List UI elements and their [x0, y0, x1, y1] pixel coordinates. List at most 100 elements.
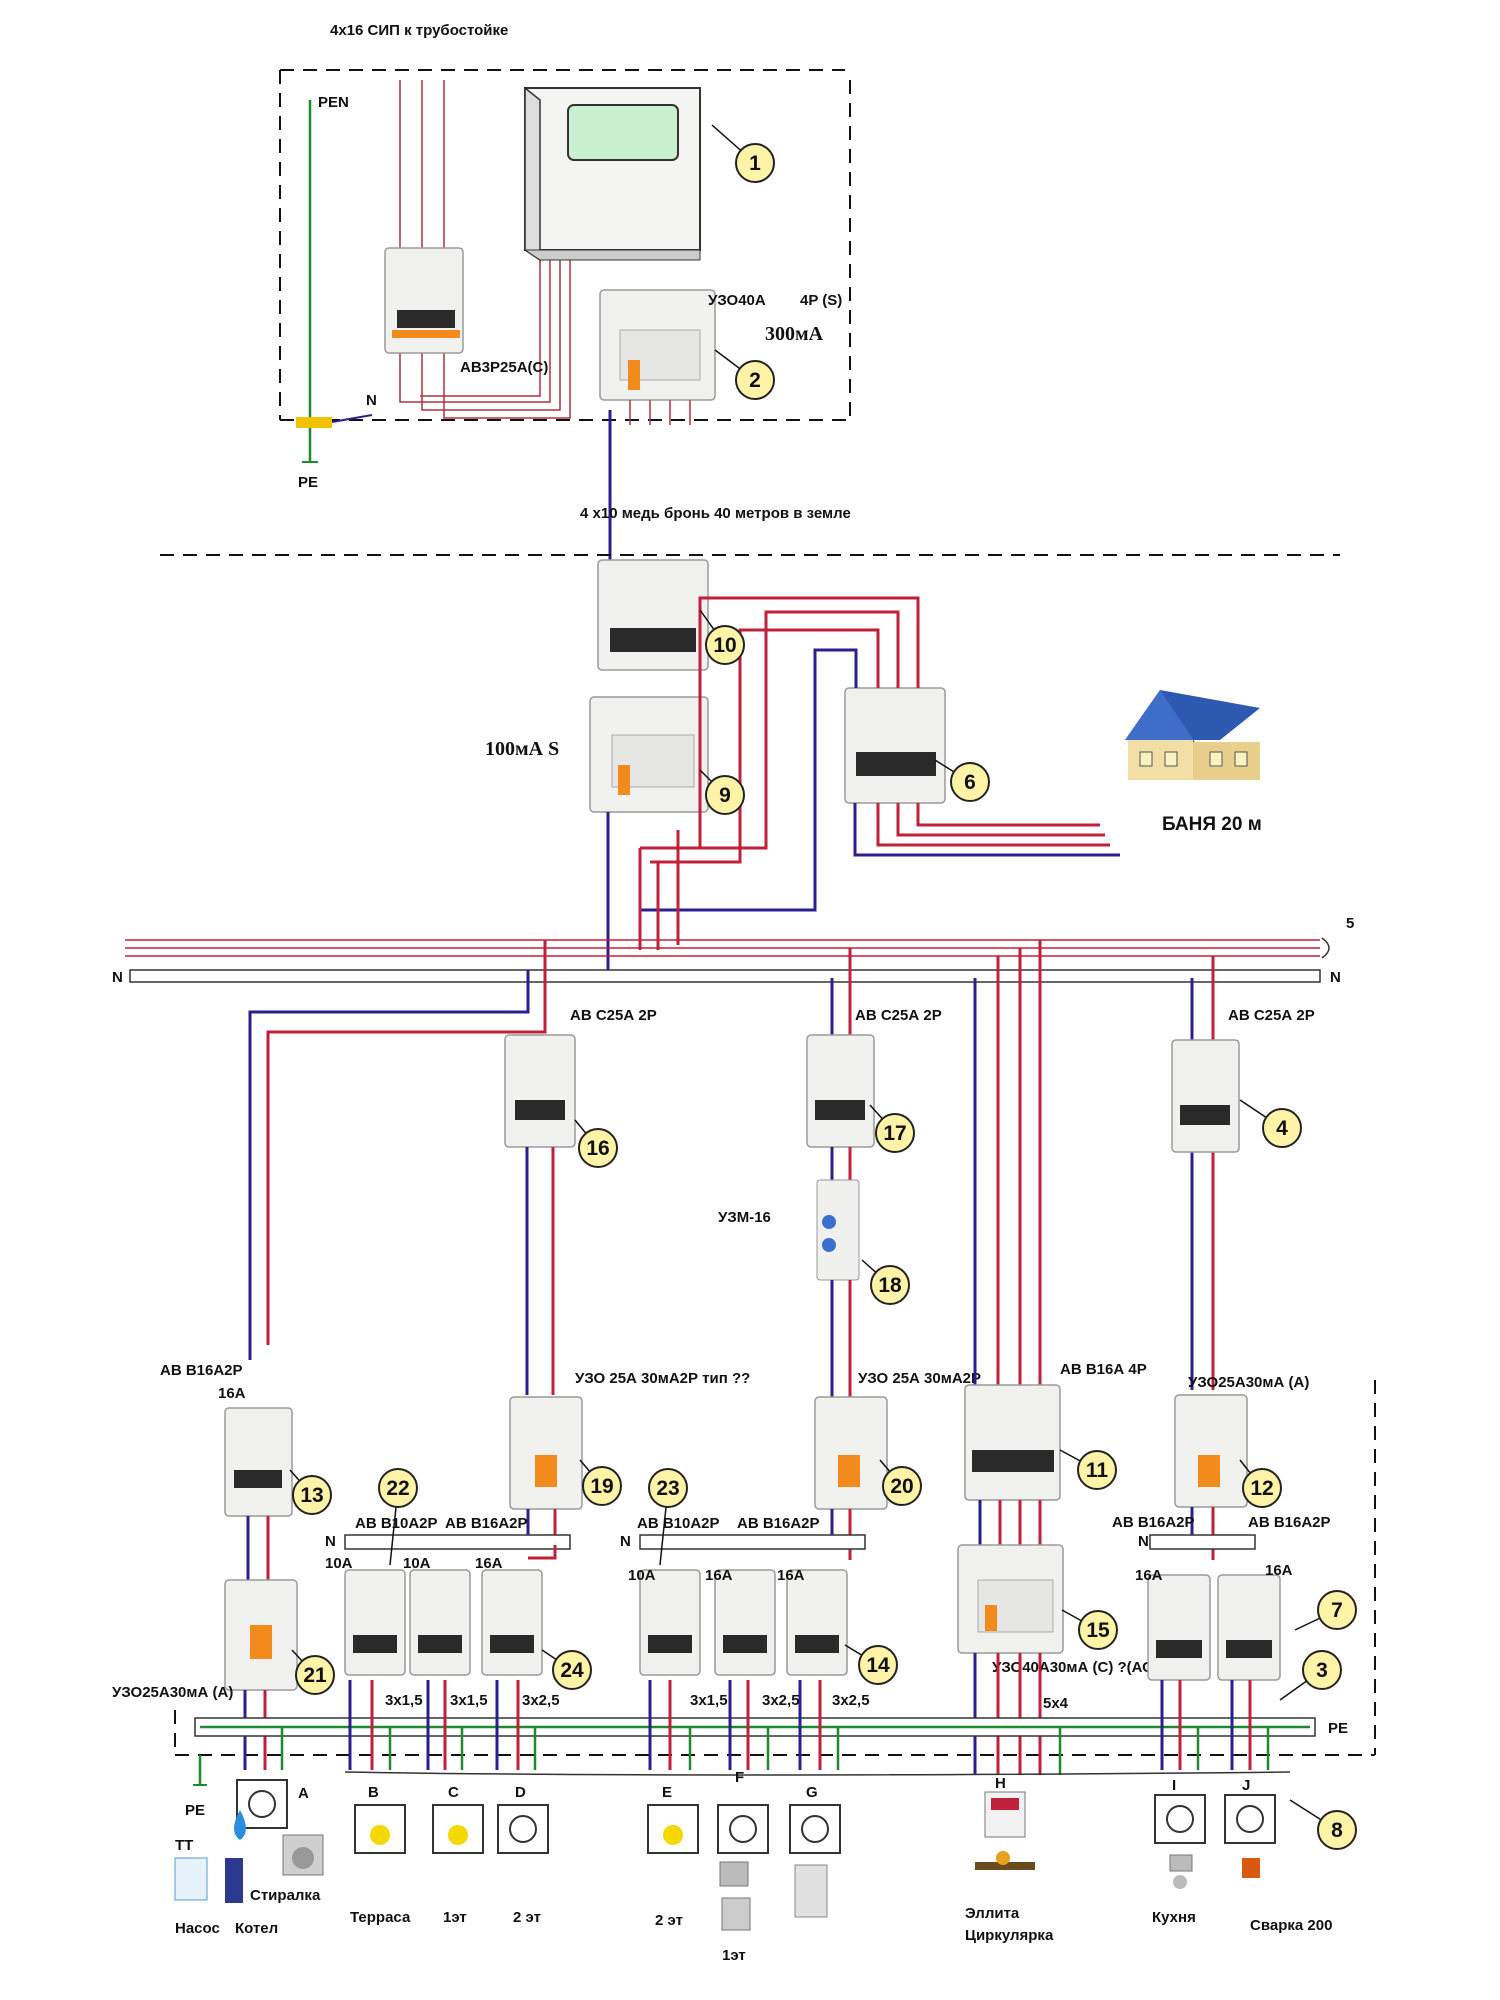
av-b16-23-label: АВ В16А2Р	[737, 1515, 820, 1532]
a10-2-label: 10А	[403, 1555, 431, 1572]
breaker-14	[786, 1569, 848, 1676]
cons-d-label: D	[515, 1784, 526, 1801]
breaker-13	[224, 1407, 293, 1517]
w4-label: 3х1,5	[690, 1692, 728, 1709]
ma300-label: 300мА	[765, 323, 824, 345]
terrasa-label: Терраса	[350, 1909, 411, 1926]
marker-15: 15	[1061, 1609, 1118, 1650]
uzo-21-label: УЗО25А30мА (А)	[112, 1684, 233, 1701]
uzo-20	[814, 1396, 888, 1510]
uzo-19-label: УЗО 25А 30мА2Р тип ??	[575, 1370, 750, 1387]
bus5-label: 5	[1346, 915, 1354, 932]
marker-label-7: 7	[1331, 1599, 1343, 1622]
cons-a-label: A	[298, 1785, 309, 1802]
nasos-label: Насос	[175, 1920, 220, 1937]
av-b16-7b-label: АВ В16А2Р	[1248, 1514, 1331, 1531]
av-b16-7a-label: АВ В16А2Р	[1112, 1514, 1195, 1531]
elplita-label: Эллита	[965, 1905, 1020, 1922]
breaker-24	[481, 1569, 543, 1676]
marker-label-15: 15	[1086, 1619, 1110, 1642]
lamp-e	[647, 1804, 699, 1854]
marker-label-23: 23	[656, 1477, 679, 1500]
a16-3-label: 16А	[777, 1567, 805, 1584]
banya-label: БАНЯ 20 м	[1162, 814, 1262, 835]
breaker-7a	[1147, 1574, 1211, 1681]
av-c25-4-label: АВ С25А 2Р	[1228, 1007, 1315, 1024]
tank-icon	[174, 1857, 208, 1901]
marker-label-18: 18	[878, 1274, 902, 1297]
kitchen-appliance-icon	[1169, 1854, 1193, 1889]
et1-b-label: 1эт	[722, 1947, 746, 1964]
house-icon	[1125, 690, 1260, 780]
marker-label-4: 4	[1276, 1117, 1288, 1140]
cons-b-label: B	[368, 1784, 379, 1801]
a16-1-label: 16А	[475, 1555, 503, 1572]
cons-j-label: J	[1242, 1777, 1250, 1794]
av-b16-4p-label: АВ В16А 4Р	[1060, 1361, 1147, 1378]
marker-22: 22	[378, 1468, 418, 1566]
stiralka-label: Стиралка	[250, 1887, 321, 1904]
uzo40-label: УЗО40А	[708, 292, 766, 309]
welder-icon	[1242, 1858, 1260, 1878]
pen-bar	[296, 417, 332, 428]
breaker-4	[1171, 1039, 1240, 1153]
stove-icon	[975, 1791, 1035, 1870]
marker-16: 16	[574, 1119, 618, 1168]
marker-12: 12	[1239, 1459, 1282, 1508]
marker-label-1: 1	[749, 152, 761, 175]
w2-label: 3х1,5	[450, 1692, 488, 1709]
marker-label-11: 11	[1086, 1459, 1109, 1482]
outlet-j	[1224, 1794, 1276, 1844]
av-c25-17-label: АВ С25А 2Р	[855, 1007, 942, 1024]
meter	[523, 86, 701, 262]
w7-label: 5х4	[1043, 1695, 1069, 1712]
outlet-i	[1154, 1794, 1206, 1844]
marker-23: 23	[648, 1468, 688, 1566]
kuhnya-label: Кухня	[1152, 1909, 1196, 1926]
uzo-9-100ma	[589, 696, 709, 813]
et2-a-label: 2 эт	[513, 1909, 541, 1926]
outlet-d	[497, 1804, 549, 1854]
fridge-icon	[794, 1864, 828, 1918]
uzo-12-label: УЗО25А30мА (А)	[1188, 1374, 1309, 1391]
marker-17: 17	[869, 1104, 915, 1153]
cirkular-label: Циркулярка	[965, 1927, 1054, 1944]
marker-label-20: 20	[890, 1475, 913, 1498]
av-b10-23-label: АВ В10А2Р	[637, 1515, 720, 1532]
w3-label: 3х2,5	[522, 1692, 560, 1709]
uzm16-label: УЗМ-16	[718, 1209, 771, 1226]
uzo-15	[957, 1544, 1064, 1654]
water-drop-icon	[234, 1810, 246, 1840]
av-c25-16-label: АВ С25А 2Р	[570, 1007, 657, 1024]
breaker-17	[806, 1034, 875, 1148]
pe-bus-label: PE	[1328, 1720, 1348, 1737]
marker-3: 3	[1279, 1650, 1342, 1701]
n-bus-7	[1149, 1534, 1256, 1550]
marker-label-12: 12	[1250, 1477, 1273, 1500]
av3p25-breaker	[384, 247, 464, 354]
et2-b-label: 2 эт	[655, 1912, 683, 1929]
washing-machine-icon	[282, 1834, 324, 1876]
ma100-label: 100мА S	[485, 738, 559, 760]
pe-top-label: PE	[298, 474, 318, 491]
breaker-16	[504, 1034, 576, 1148]
breaker-23a	[639, 1569, 701, 1676]
breaker-11-4p	[964, 1384, 1061, 1501]
breaker-10	[597, 559, 709, 671]
n-top-label: N	[366, 392, 377, 409]
w1-label: 3х1,5	[385, 1692, 423, 1709]
marker-20: 20	[879, 1459, 922, 1506]
marker-label-21: 21	[303, 1664, 327, 1687]
w5-label: 3х2,5	[762, 1692, 800, 1709]
breaker-23b	[714, 1569, 776, 1676]
marker-4: 4	[1239, 1099, 1302, 1148]
marker-label-10: 10	[713, 634, 736, 657]
cons-h-label: H	[995, 1775, 1006, 1792]
cons-c-label: C	[448, 1784, 459, 1801]
output-drops	[280, 1680, 1270, 1775]
marker-label-8: 8	[1331, 1819, 1343, 1842]
av-b10-22-label: АВ В10А2Р	[355, 1515, 438, 1532]
kotel-label: Котел	[235, 1920, 278, 1937]
